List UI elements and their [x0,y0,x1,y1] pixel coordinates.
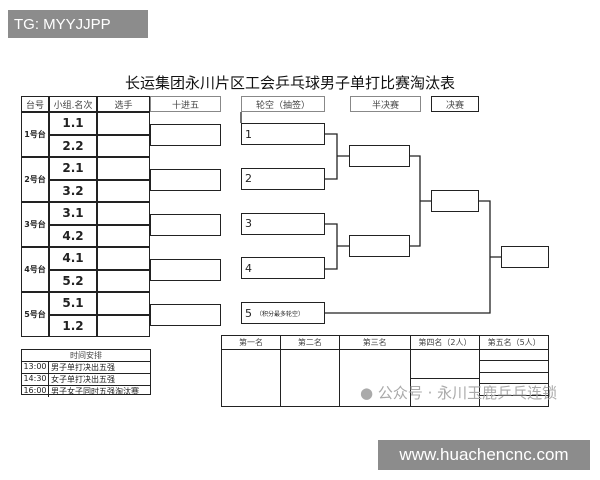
table-label: 4号台 [21,247,49,292]
bye-slot[interactable]: 1 [241,123,325,145]
seed-rank: 3.2 [49,179,97,202]
champion-slot[interactable] [501,246,549,268]
player-cell[interactable] [97,134,150,157]
ranking-cell[interactable] [480,394,548,406]
ranking-cell[interactable] [410,377,480,407]
schedule-time: 13:00 [22,362,49,373]
table-label: 2号台 [21,157,49,202]
schedule-event: 女子单打决出五强 [51,375,115,384]
bye-slot-number: 5 [245,306,252,320]
player-cell[interactable] [97,202,150,225]
round-of-10-slot[interactable] [150,304,221,326]
header-round-of-10: 十进五 [150,96,221,112]
header-semifinal: 半决赛 [350,96,421,112]
table-label: 5号台 [21,292,49,337]
round-of-10-slot[interactable] [150,214,221,236]
ranking-cell[interactable] [222,350,280,406]
ranking-cell[interactable] [480,371,548,383]
ranking-header: 第五名（5人） [480,336,548,350]
player-cell[interactable] [97,269,150,292]
round-of-10-slot[interactable] [150,259,221,281]
schedule-event: 男子女子同时五强淘汰赛 [51,387,139,396]
seed-rank: 2.2 [49,134,97,157]
ranking-header: 第四名（2人） [410,336,480,350]
wechat-watermark-text: 公众号 · 永川玉鹿乒乓连锁 [377,384,558,402]
seed-rank: 1.2 [49,314,97,337]
header-final: 决赛 [431,96,479,112]
player-cell[interactable] [97,179,150,202]
schedule-time: 14:30 [22,374,49,385]
bye-slot[interactable]: 4 [241,257,325,280]
ranking-header: 第一名 [222,336,280,350]
bye-slot-number: 1 [245,127,252,141]
page-title: 长运集团永川片区工会乒乓球男子单打比赛淘汰表 [124,73,455,92]
player-cell[interactable] [97,112,150,135]
header-table: 台号 [21,96,49,112]
ranking-cell[interactable] [480,360,548,371]
ranking-table: 第一名第二名第三名第四名（2人）第五名（5人） [221,335,549,407]
round-of-10-slot[interactable] [150,169,221,191]
schedule-title: 时间安排 [22,350,150,362]
bye-slot-number: 3 [245,217,252,230]
schedule-time: 16:00 [22,386,49,397]
bye-slot-number: 4 [245,261,252,275]
player-cell[interactable] [97,247,150,270]
header-player: 选手 [97,96,150,112]
player-cell[interactable] [97,292,150,315]
watermark-bottom: www.huachencnc.com [378,440,590,470]
wechat-icon: ● [360,384,374,402]
seed-rank: 5.1 [49,292,97,315]
table-label: 1号台 [21,112,49,157]
player-cell[interactable] [97,224,150,247]
final-slot[interactable] [431,190,479,212]
seed-rank: 2.1 [49,157,97,180]
header-bye: 轮空（抽签） [241,96,325,112]
bye-note: （积分最多轮空） [256,310,305,318]
seed-rank: 4.2 [49,224,97,247]
schedule-event: 男子单打决出五强 [51,363,115,372]
semifinal-slot-2[interactable] [349,235,410,257]
bye-slot[interactable]: 3 [241,212,325,235]
seed-rank: 5.2 [49,269,97,292]
ranking-cell[interactable] [480,383,548,394]
table-label: 3号台 [21,202,49,247]
seed-rank: 3.1 [49,202,97,225]
ranking-header: 第二名 [280,336,339,350]
round-of-10-slot[interactable] [150,124,221,146]
watermark-top: TG: MYYJJPP [8,10,148,38]
player-cell[interactable] [97,157,150,180]
semifinal-slot-1[interactable] [349,145,410,167]
seed-rank: 4.1 [49,247,97,270]
ranking-header: 第三名 [339,336,410,350]
ranking-cell[interactable] [281,350,339,406]
bye-slot-number: 2 [245,172,252,186]
bye-slot[interactable]: 5 （积分最多轮空） [241,302,325,324]
player-cell[interactable] [97,314,150,337]
ranking-cell[interactable] [411,350,480,378]
ranking-cell[interactable] [480,350,548,360]
bye-slot[interactable]: 2 [241,167,325,190]
wechat-watermark: ● 公众号 · 永川玉鹿乒乓连锁 [360,382,557,403]
seed-rank: 1.1 [49,112,97,135]
header-rank: 小组.名次 [49,96,97,112]
